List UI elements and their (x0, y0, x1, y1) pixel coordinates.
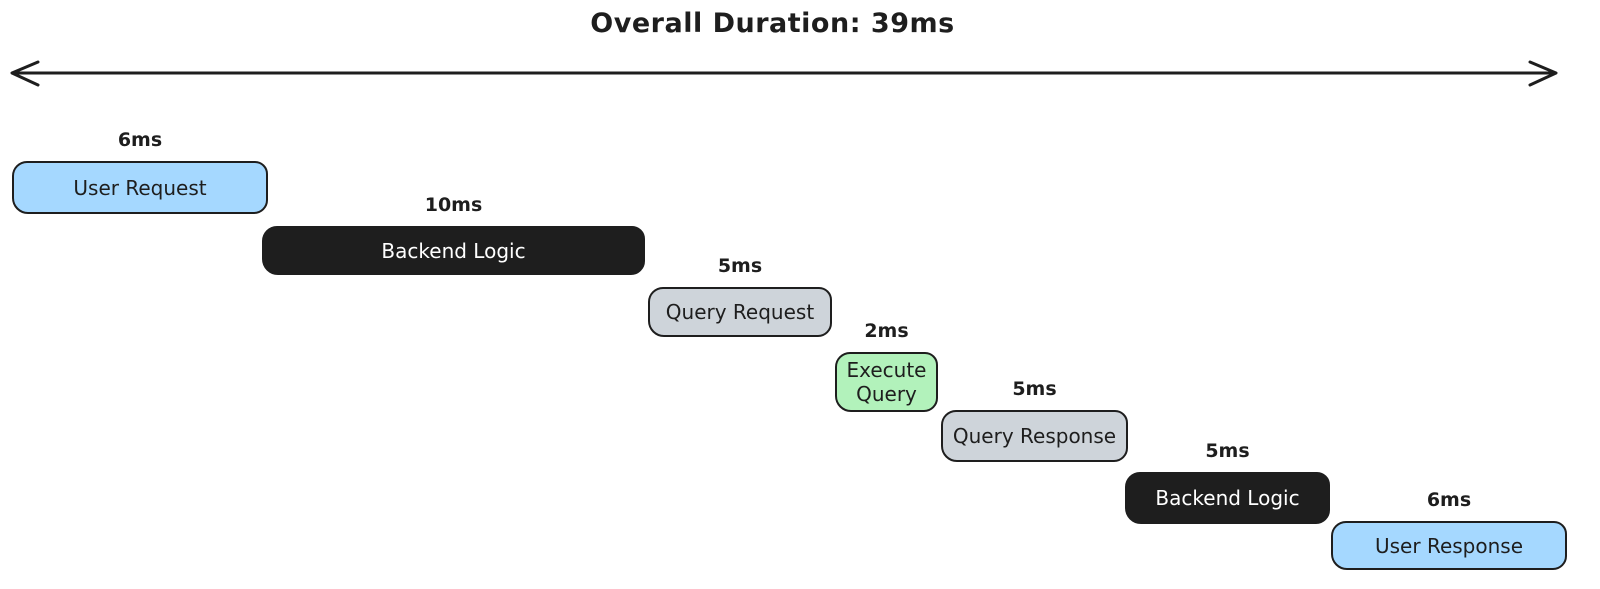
overall-duration-title[interactable]: Overall Duration: 39ms (590, 8, 955, 39)
segment-box-user-response[interactable]: User Response (1331, 521, 1567, 570)
duration-label[interactable]: 10ms (424, 194, 483, 216)
segment-box-label: User Response (1375, 533, 1523, 558)
duration-label[interactable]: 5ms (1012, 378, 1057, 400)
overall-duration-arrow-icon[interactable] (0, 58, 1600, 90)
segment-box-query-request[interactable]: Query Request (648, 287, 832, 337)
segment-box-backend-logic-2[interactable]: Backend Logic (1125, 472, 1330, 524)
duration-label[interactable]: 2ms (864, 320, 909, 342)
segment-box-query-response[interactable]: Query Response (941, 410, 1128, 462)
segment-box-user-request[interactable]: User Request (12, 161, 268, 214)
segment-box-execute-query[interactable]: Execute Query (835, 352, 938, 412)
duration-label[interactable]: 5ms (1205, 440, 1250, 462)
segment-box-label: Backend Logic (381, 238, 526, 263)
segment-box-backend-logic-1[interactable]: Backend Logic (262, 226, 645, 275)
segment-box-label: Query Request (665, 300, 815, 324)
segment-box-label: Query Response (952, 424, 1117, 448)
duration-label[interactable]: 5ms (717, 255, 763, 277)
duration-label[interactable]: 6ms (117, 129, 163, 151)
segment-box-label: Backend Logic (1155, 486, 1300, 510)
duration-label[interactable]: 6ms (1426, 489, 1472, 511)
segment-box-label: Execute Query (846, 358, 927, 406)
segment-box-label: User Request (73, 175, 207, 200)
